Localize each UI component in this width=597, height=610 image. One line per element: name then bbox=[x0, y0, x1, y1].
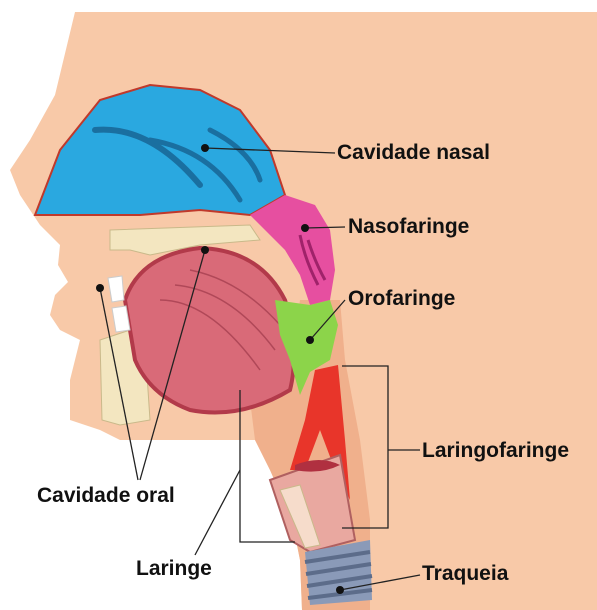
label-laringofaringe: Laringofaringe bbox=[422, 440, 569, 461]
label-cavidade-oral: Cavidade oral bbox=[37, 485, 175, 506]
label-cavidade-nasal: Cavidade nasal bbox=[337, 142, 490, 163]
label-orofaringe: Orofaringe bbox=[348, 288, 455, 309]
label-nasofaringe: Nasofaringe bbox=[348, 216, 469, 237]
label-laringe: Laringe bbox=[136, 558, 212, 579]
label-traqueia: Traqueia bbox=[422, 563, 508, 584]
